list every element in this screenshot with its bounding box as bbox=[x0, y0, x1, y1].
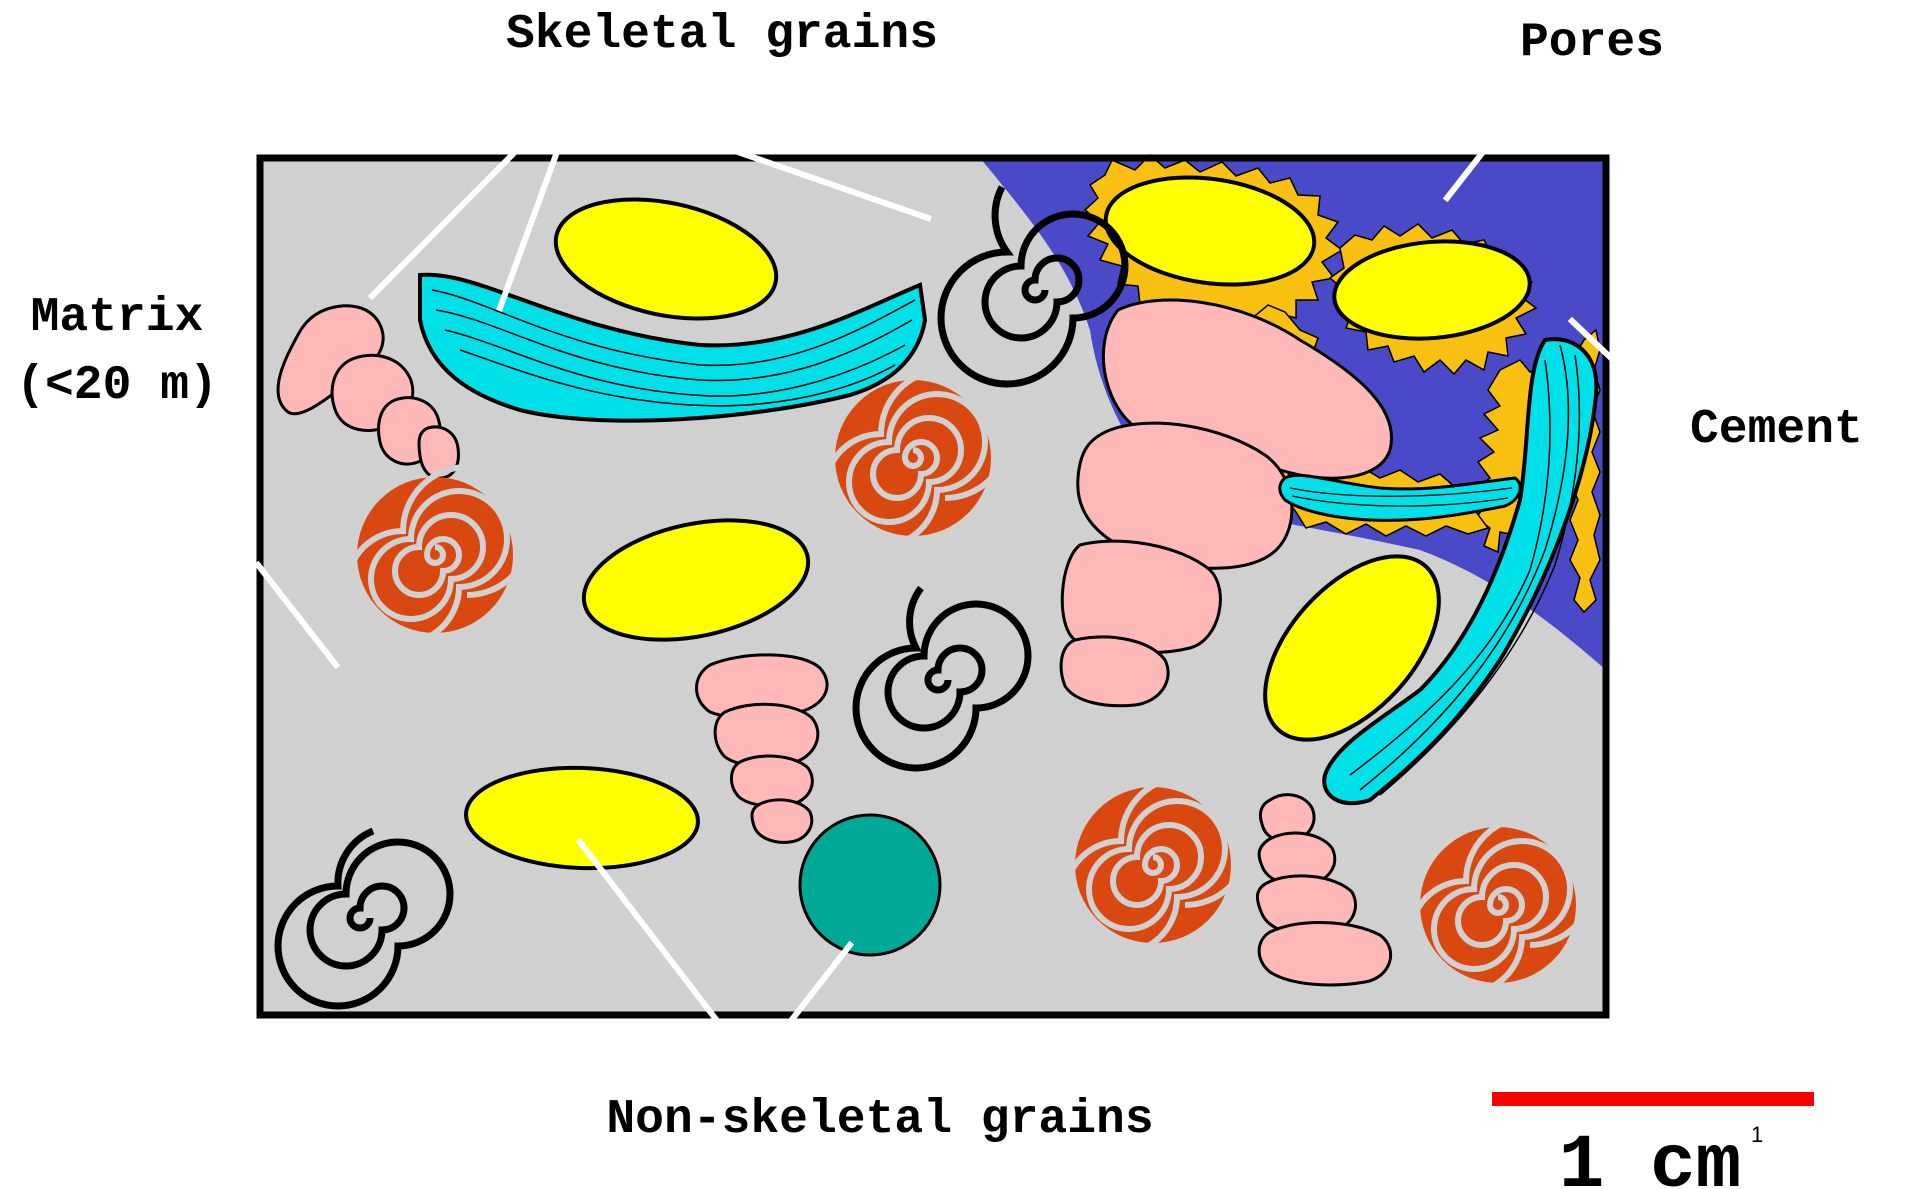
peloid-grain bbox=[800, 815, 940, 955]
page-number: 1 bbox=[1751, 1122, 1763, 1147]
scale-bar bbox=[1492, 1092, 1814, 1106]
label-matrix: Matrix bbox=[31, 291, 204, 345]
label-pores: Pores bbox=[1520, 16, 1664, 70]
label-cement: Cement bbox=[1690, 403, 1863, 457]
label-non-skeletal-grains: Non-skeletal grains bbox=[606, 1093, 1153, 1147]
scale-label: 1 cm bbox=[1559, 1123, 1741, 1189]
label-matrix-size: (<20 m) bbox=[16, 359, 218, 413]
label-skeletal-grains: Skeletal grains bbox=[506, 8, 938, 62]
